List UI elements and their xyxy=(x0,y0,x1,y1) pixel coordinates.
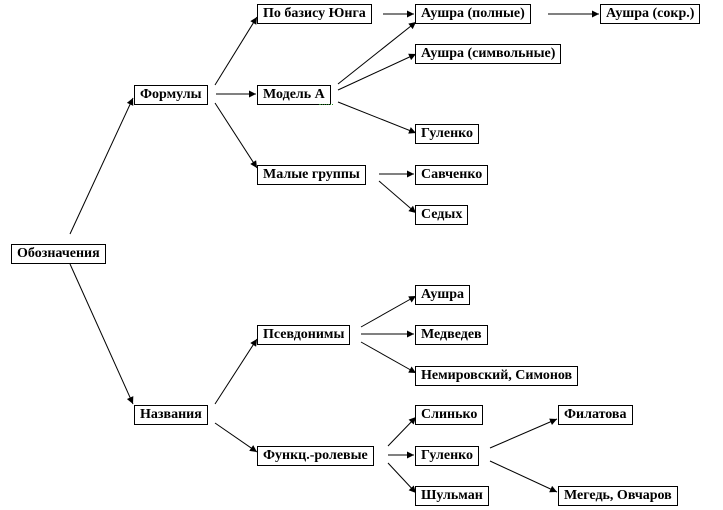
edge-names-func-role xyxy=(214,422,258,453)
node-formulas: Формулы xyxy=(134,85,208,105)
edge-formulas-jung xyxy=(214,16,258,86)
edge-root-formulas xyxy=(69,97,134,235)
edge-pseudonyms-augusta xyxy=(360,295,417,328)
edge-root-names xyxy=(69,263,134,405)
node-func-role: Функц.-ролевые xyxy=(257,446,374,466)
edge-func-role-shulman xyxy=(387,462,417,494)
node-root: Обозначения xyxy=(11,244,106,264)
edge-gulenko-meged xyxy=(489,460,558,493)
node-augusta-short: Аушра (сокр.) xyxy=(600,4,701,24)
edge-func-role-slinko xyxy=(387,416,417,447)
node-filatova: Филатова xyxy=(558,405,633,425)
node-augusta-symbolic: Аушра (символьные) xyxy=(415,44,562,64)
node-gulenko-1: Гуленко xyxy=(415,124,480,144)
edge-gulenko-filatova xyxy=(489,418,558,449)
edge-model-a-augusta-full xyxy=(337,21,417,85)
node-slinko: Слинько xyxy=(415,405,484,425)
node-medvedev: Медведев xyxy=(415,325,488,345)
node-pseudonyms: Псевдонимы xyxy=(257,325,351,345)
node-shulman: Шульман xyxy=(415,486,489,506)
edge-pseudonyms-nemirovsky xyxy=(360,341,417,374)
spellcheck-underline xyxy=(319,101,333,105)
edge-formulas-small-groups xyxy=(214,102,258,169)
node-jung: По базису Юнга xyxy=(257,4,372,24)
node-meged: Мегедь, Овчаров xyxy=(558,486,678,506)
node-model-a-label: Модель А xyxy=(263,87,325,102)
node-augusta-2: Аушра xyxy=(415,285,471,305)
edge-small-groups-sedykh xyxy=(378,180,417,214)
edge-model-a-gulenko xyxy=(337,101,417,134)
edge-names-pseudonyms xyxy=(214,338,258,405)
edge-model-a-augusta-symbolic xyxy=(337,53,417,91)
node-nemirovsky: Немировский, Симонов xyxy=(415,366,579,386)
node-small-groups: Малые группы xyxy=(257,165,366,185)
node-augusta-full: Аушра (полные) xyxy=(415,4,531,24)
node-savchenko: Савченко xyxy=(415,165,489,185)
node-names: Названия xyxy=(134,405,208,425)
node-model-a: Модель А xyxy=(257,85,333,105)
node-sedykh: Седых xyxy=(415,205,469,225)
node-gulenko-2: Гуленко xyxy=(415,446,480,466)
